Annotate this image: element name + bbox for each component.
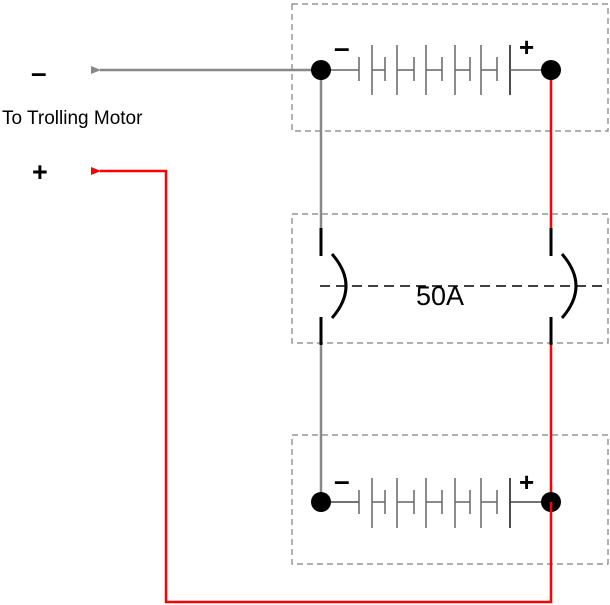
breaker-50a (319, 228, 605, 345)
positive-wire-to-motor (91, 167, 553, 604)
battery-top-positive-label: + (519, 32, 534, 62)
battery-top-positive-terminal (541, 60, 561, 80)
battery-bottom-enclosure (291, 434, 609, 565)
battery-bottom-negative-terminal (311, 492, 331, 512)
battery-bottom (321, 478, 551, 528)
battery-top-negative-terminal (311, 60, 331, 80)
motor-positive-label: + (32, 157, 48, 187)
motor-negative-label: – (31, 57, 47, 88)
battery-top-enclosure (291, 3, 609, 132)
motor-label: To Trolling Motor (2, 108, 143, 129)
battery-top (321, 45, 551, 95)
breaker-rating-label: 50A (416, 281, 464, 311)
breaker-enclosure (291, 213, 609, 344)
battery-bottom-positive-label: + (519, 467, 534, 497)
battery-bottom-negative-label: – (334, 465, 350, 496)
battery-top-negative-label: – (334, 32, 350, 63)
